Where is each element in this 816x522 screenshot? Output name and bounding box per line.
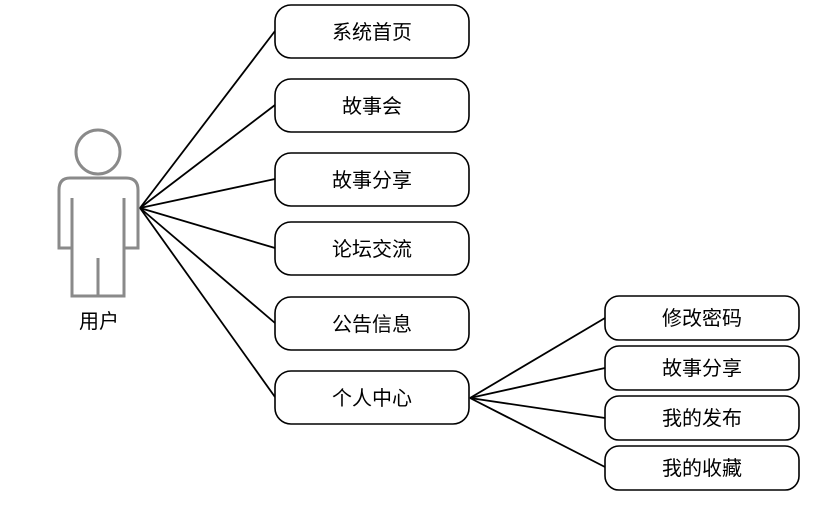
node-my-posts-label: 我的发布 (662, 406, 742, 430)
actor-head (74, 128, 122, 176)
menu-nodes: 系统首页 故事会 故事分享 论坛交流 公告信息 个人中心 (274, 4, 470, 425)
node-my-posts-box (604, 395, 800, 441)
edge-pc-change-password (469, 317, 606, 399)
node-story-share: 故事分享 (274, 152, 470, 207)
actor-label: 用户 (79, 309, 119, 333)
node-story-club-label: 故事会 (342, 94, 402, 118)
node-notice: 公告信息 (274, 296, 470, 351)
node-my-posts: 我的发布 (604, 395, 800, 441)
edge-actor-personal-center (139, 207, 276, 398)
node-notice-label: 公告信息 (332, 312, 412, 336)
node-my-favorites-box (604, 445, 800, 491)
node-my-story-share: 故事分享 (604, 345, 800, 391)
edge-actor-story-club (139, 104, 276, 209)
node-home-box (274, 4, 470, 59)
personal-center-nodes: 修改密码 故事分享 我的发布 我的收藏 (604, 295, 800, 491)
node-personal-center-label: 个人中心 (332, 386, 412, 410)
node-change-password: 修改密码 (604, 295, 800, 341)
person-icon (57, 128, 140, 298)
edge-pc-my-favorites (469, 397, 606, 468)
node-personal-center: 个人中心 (274, 370, 470, 425)
node-change-password-box (604, 295, 800, 341)
node-home-label: 系统首页 (332, 20, 412, 44)
node-my-favorites-label: 我的收藏 (662, 456, 742, 480)
node-forum-box (274, 221, 470, 276)
edge-actor-home (139, 30, 276, 209)
node-forum: 论坛交流 (274, 221, 470, 276)
node-my-favorites: 我的收藏 (604, 445, 800, 491)
edge-pc-my-story-share (469, 367, 606, 399)
node-story-share-box (274, 152, 470, 207)
actor-edges (139, 30, 276, 398)
edge-actor-notice (139, 207, 276, 324)
user-actor: 用户 (57, 128, 140, 333)
node-forum-label: 论坛交流 (332, 237, 412, 261)
personal-center-edges (469, 317, 606, 468)
node-my-story-share-box (604, 345, 800, 391)
edge-actor-story-share (139, 178, 276, 209)
node-story-club-box (274, 78, 470, 133)
actor-torso (57, 176, 140, 298)
edge-pc-my-posts (469, 397, 606, 419)
node-change-password-label: 修改密码 (662, 306, 742, 330)
node-home: 系统首页 (274, 4, 470, 59)
edge-actor-forum (139, 207, 276, 249)
node-notice-box (274, 296, 470, 351)
node-personal-center-box (274, 370, 470, 425)
node-story-club: 故事会 (274, 78, 470, 133)
node-story-share-label: 故事分享 (332, 168, 412, 192)
node-my-story-share-label: 故事分享 (662, 356, 742, 380)
